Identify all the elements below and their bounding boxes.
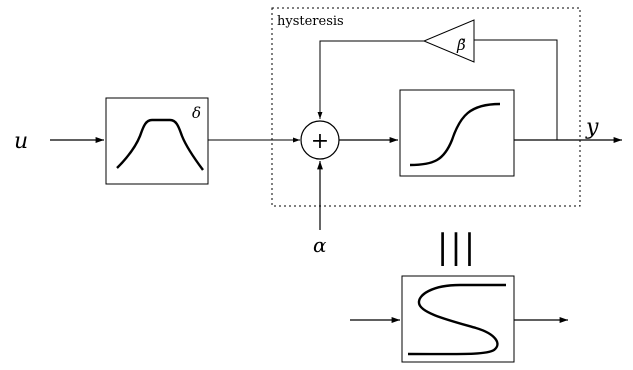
feedback-line-left [317,40,424,119]
s-curve-block [401,275,515,363]
bump-curve-icon [116,118,204,171]
delta-label: δ [192,104,201,122]
beta-label: β̃ [456,36,466,54]
feedback-line-right [474,39,558,140]
beta-gain-triangle [422,19,475,63]
alpha-label: α [313,233,327,257]
equivalence-sign: ||| [437,227,477,267]
hysteresis-region [271,7,581,207]
sigmoid-curve-icon [409,102,501,167]
hysteresis-label: hysteresis [277,14,344,29]
s-curve-icon [407,283,506,356]
delta-filter-block [105,97,209,185]
output-label: y [585,115,599,140]
plus-sign: + [311,129,329,154]
input-label: u [14,129,28,154]
